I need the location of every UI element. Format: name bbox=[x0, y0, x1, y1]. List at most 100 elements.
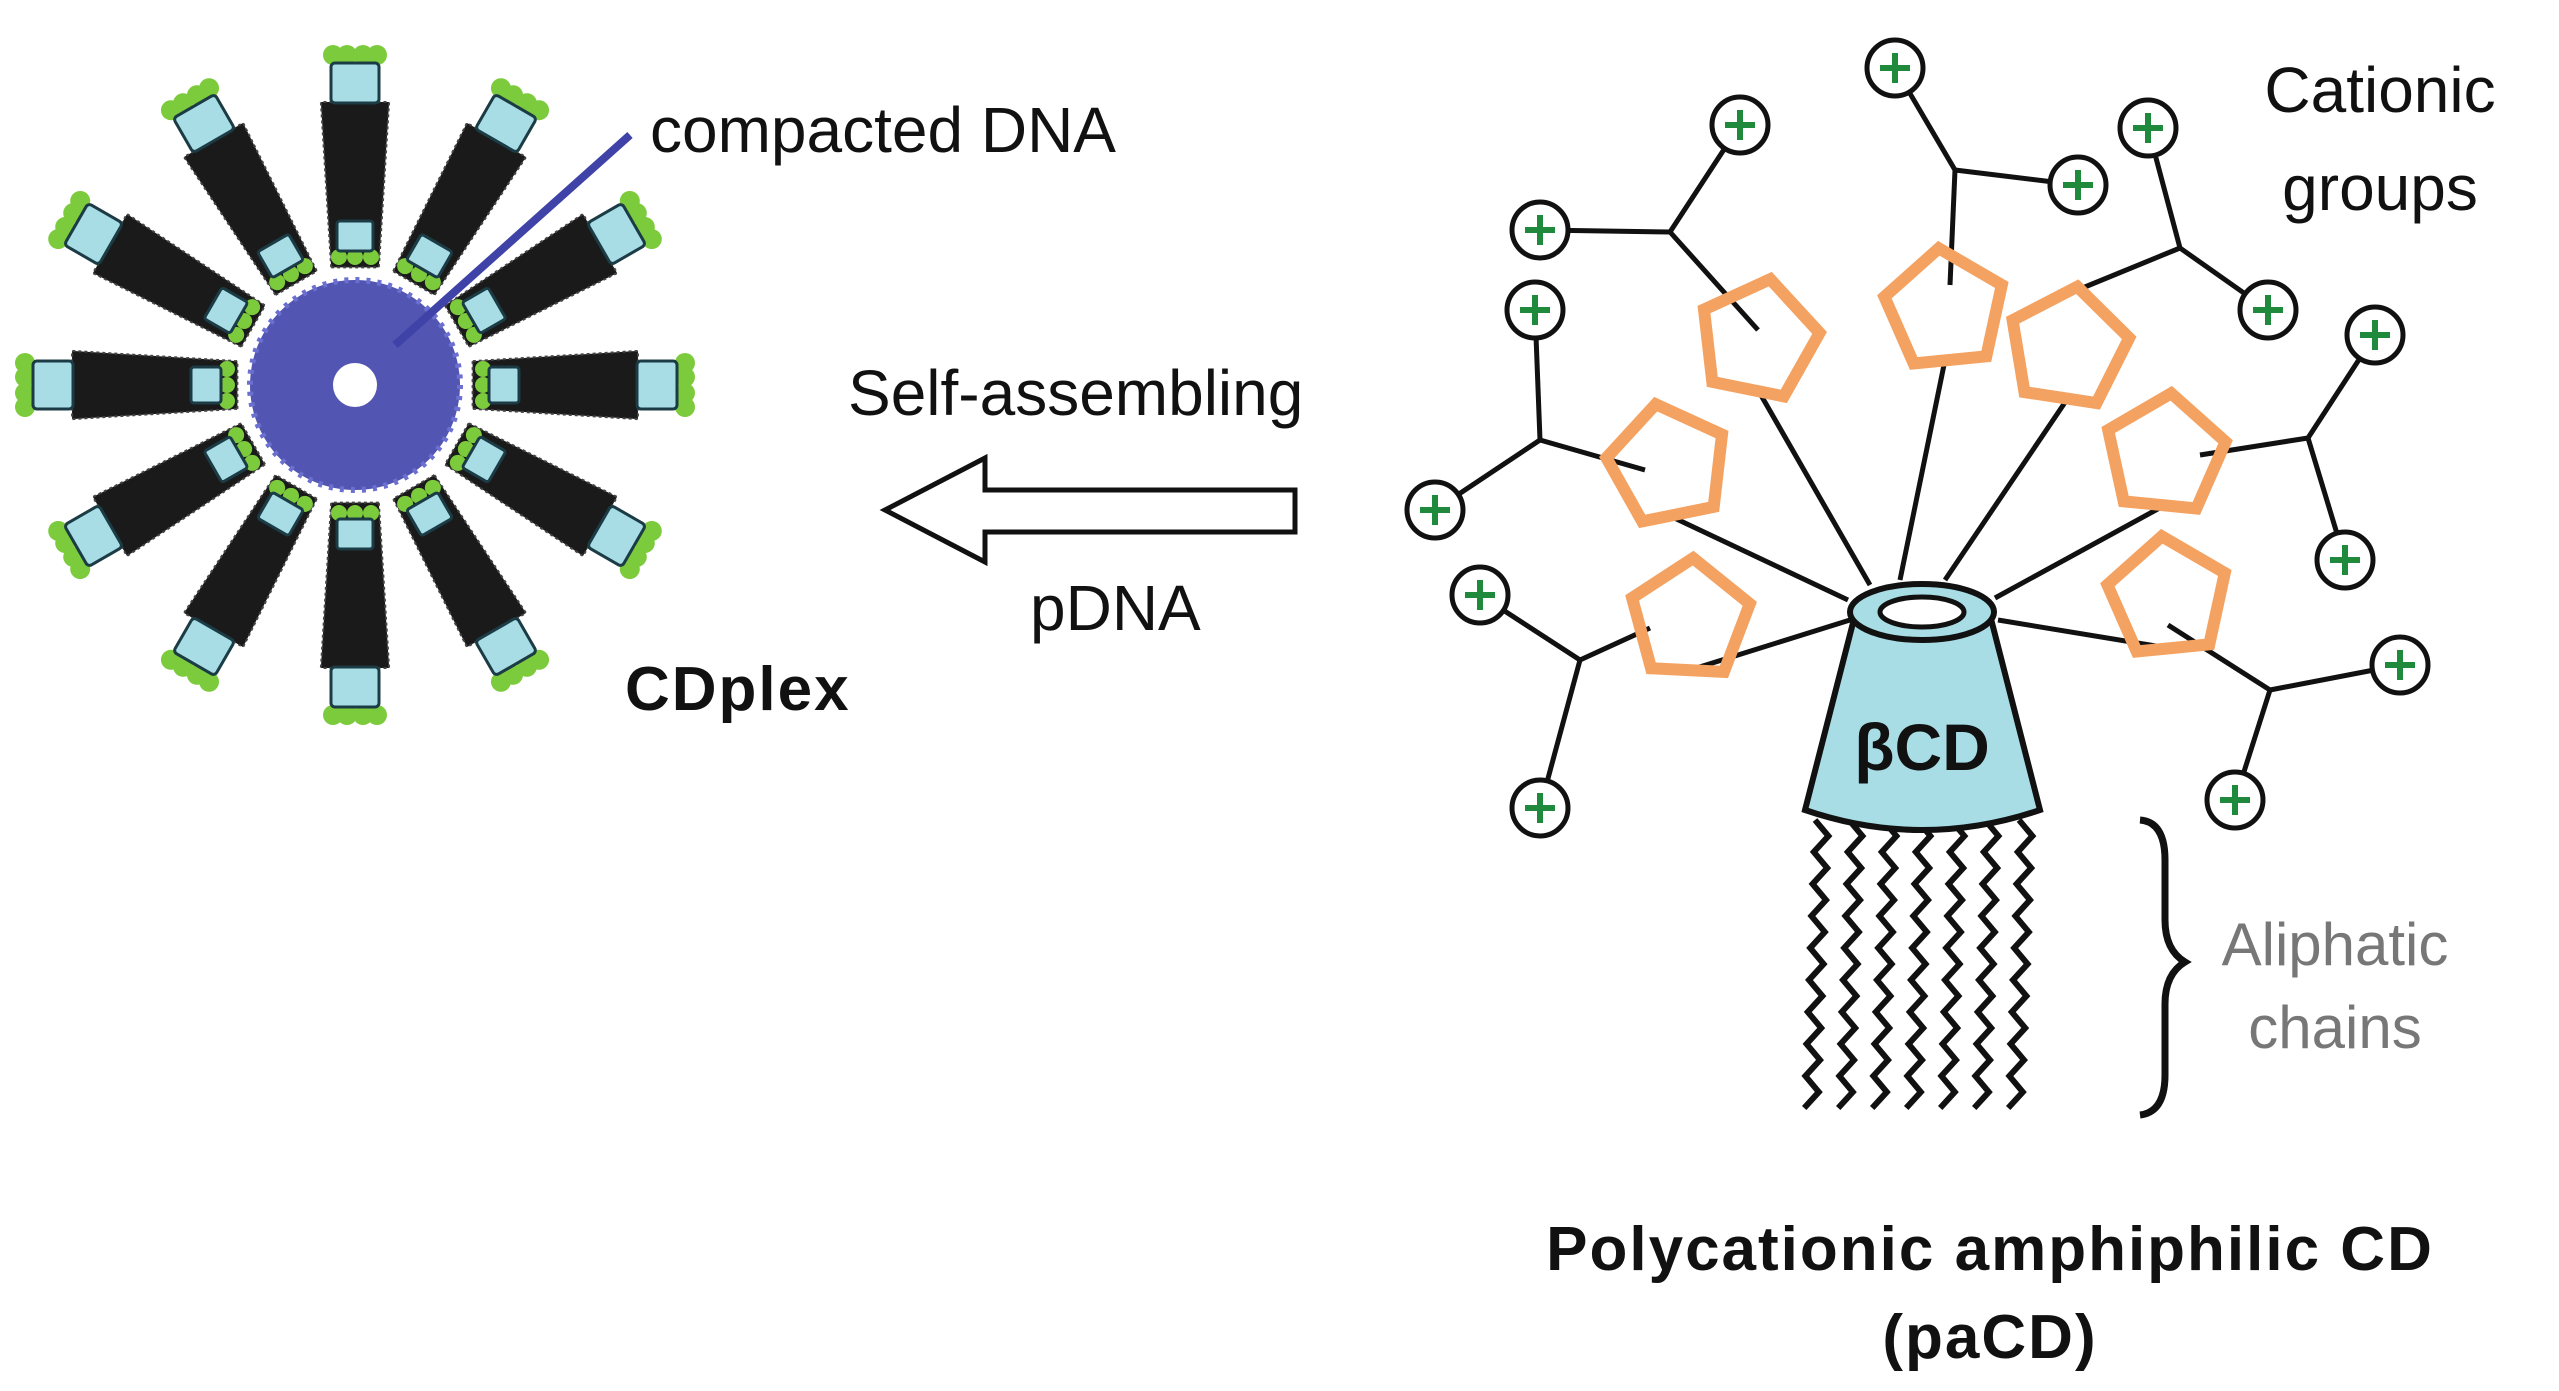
cd-unit-body bbox=[406, 233, 453, 279]
cd-unit-outer bbox=[323, 45, 387, 105]
dna-core-hole bbox=[333, 363, 377, 407]
cation-halo bbox=[367, 705, 387, 725]
pacd-title-line1: Polycationic amphiphilic CD bbox=[1546, 1215, 2434, 1284]
compacted-dna-pointer bbox=[392, 132, 633, 348]
cd-unit-body bbox=[335, 219, 375, 253]
cation-halo bbox=[331, 505, 347, 521]
cd-unit-body bbox=[329, 665, 381, 709]
cation-halo bbox=[15, 397, 35, 417]
aliphatic-chains-label-line1: Aliphatic bbox=[2222, 911, 2449, 978]
cation-halo bbox=[48, 520, 69, 541]
rim-connector bbox=[1997, 617, 2169, 651]
cationic-groups-label-line2: groups bbox=[2282, 152, 2478, 224]
cd-unit-body bbox=[203, 436, 249, 483]
cation-halo bbox=[675, 367, 695, 387]
cd-unit-outer bbox=[15, 353, 75, 417]
cd-unit-body bbox=[475, 617, 537, 676]
cation-halo bbox=[323, 45, 343, 65]
aliphatic-bracket bbox=[2139, 816, 2192, 1119]
branch-bond bbox=[2166, 622, 2272, 693]
cation-halo bbox=[347, 249, 363, 265]
cation-halo bbox=[337, 45, 357, 65]
cation-halo bbox=[15, 383, 35, 403]
cd-unit-body bbox=[406, 491, 453, 537]
cation-halo bbox=[331, 249, 347, 265]
cd-unit-inner bbox=[189, 361, 235, 409]
cd-unit-outer bbox=[48, 190, 123, 265]
cation-halo bbox=[363, 249, 379, 265]
sugar-pentagons bbox=[1599, 240, 2233, 679]
cation-halo bbox=[199, 78, 220, 99]
cd-unit-body bbox=[475, 94, 537, 153]
cd-unit-body bbox=[329, 61, 381, 105]
cation-halo bbox=[219, 377, 235, 393]
cd-unit-body bbox=[335, 517, 375, 551]
pacd-molecule: βCD bbox=[1404, 37, 2431, 1119]
cation-halo bbox=[367, 45, 387, 65]
dna-core-texture bbox=[247, 277, 463, 493]
cd-unit-body bbox=[257, 491, 304, 537]
cd-unit-body bbox=[31, 359, 75, 411]
cd-unit-inner bbox=[449, 287, 507, 343]
cationic-branches bbox=[1404, 37, 2431, 839]
cdplex-label: CDplex bbox=[625, 655, 851, 724]
cd-unit-outer bbox=[160, 78, 235, 153]
cation-halo bbox=[475, 393, 491, 409]
aliphatic-chains-label-line2: chains bbox=[2248, 994, 2421, 1061]
cation-halo bbox=[15, 353, 35, 373]
compacted-dna-label: compacted DNA bbox=[650, 94, 1116, 166]
cd-unit-inner bbox=[331, 219, 379, 265]
sugar-pentagon bbox=[2005, 279, 2137, 410]
cd-unit-body bbox=[203, 287, 249, 334]
cd-unit-inner bbox=[257, 479, 313, 537]
branch-bond bbox=[1947, 169, 1958, 286]
cdplex-cd-units bbox=[15, 45, 695, 725]
cation-halo bbox=[347, 505, 363, 521]
cation-halo bbox=[363, 505, 379, 521]
rim-connector bbox=[1942, 396, 2071, 582]
aliphatic-chain bbox=[1869, 818, 1901, 1111]
aliphatic-chain bbox=[1937, 818, 1969, 1111]
cation-halo bbox=[475, 377, 491, 393]
cd-unit-body bbox=[173, 94, 235, 153]
pacd-title-line2: (paCD) bbox=[1882, 1303, 2097, 1372]
cd-unit-body bbox=[587, 203, 646, 265]
cd-unit-outer bbox=[475, 617, 550, 692]
aliphatic-chain bbox=[1801, 818, 1833, 1111]
cation-halo bbox=[353, 705, 373, 725]
cd-unit-outer bbox=[475, 78, 550, 153]
cd-unit-inner bbox=[257, 233, 313, 291]
self-assembly-arrow bbox=[879, 453, 1298, 567]
cation-halo bbox=[15, 367, 35, 387]
cd-unit-outer bbox=[587, 190, 662, 265]
cdplex-nanoparticle bbox=[15, 45, 695, 725]
cation-halo bbox=[219, 393, 235, 409]
cd-unit-inner bbox=[397, 233, 453, 291]
cd-unit-body bbox=[587, 505, 646, 567]
sugar-pentagon bbox=[1877, 240, 2009, 370]
cation-halo bbox=[337, 705, 357, 725]
cd-unit-body bbox=[635, 359, 679, 411]
cation-halo bbox=[641, 229, 662, 250]
aliphatic-chain bbox=[2005, 818, 2037, 1111]
cation-halo bbox=[490, 671, 511, 692]
beta-cd-cone bbox=[1801, 612, 2044, 833]
beta-cd-cavity bbox=[1877, 594, 1967, 630]
cation-halo bbox=[219, 361, 235, 377]
aliphatic-chains bbox=[1801, 818, 2037, 1111]
cd-unit-body bbox=[461, 287, 507, 334]
cd-unit-body bbox=[257, 233, 304, 279]
aliphatic-chain bbox=[1971, 818, 2003, 1111]
sugar-pentagon bbox=[2100, 528, 2232, 658]
cation-halo bbox=[675, 397, 695, 417]
beta-cd-label: βCD bbox=[1854, 710, 1990, 784]
branch-bond bbox=[1539, 437, 1646, 473]
rim-connector bbox=[1993, 502, 2167, 601]
aliphatic-chain bbox=[1903, 818, 1935, 1111]
cd-unit-inner bbox=[203, 287, 261, 343]
cd-unit-body bbox=[487, 365, 521, 405]
cation-halo bbox=[675, 383, 695, 403]
cd-unit-outer bbox=[587, 505, 662, 580]
cd-unit-outer bbox=[635, 353, 695, 417]
